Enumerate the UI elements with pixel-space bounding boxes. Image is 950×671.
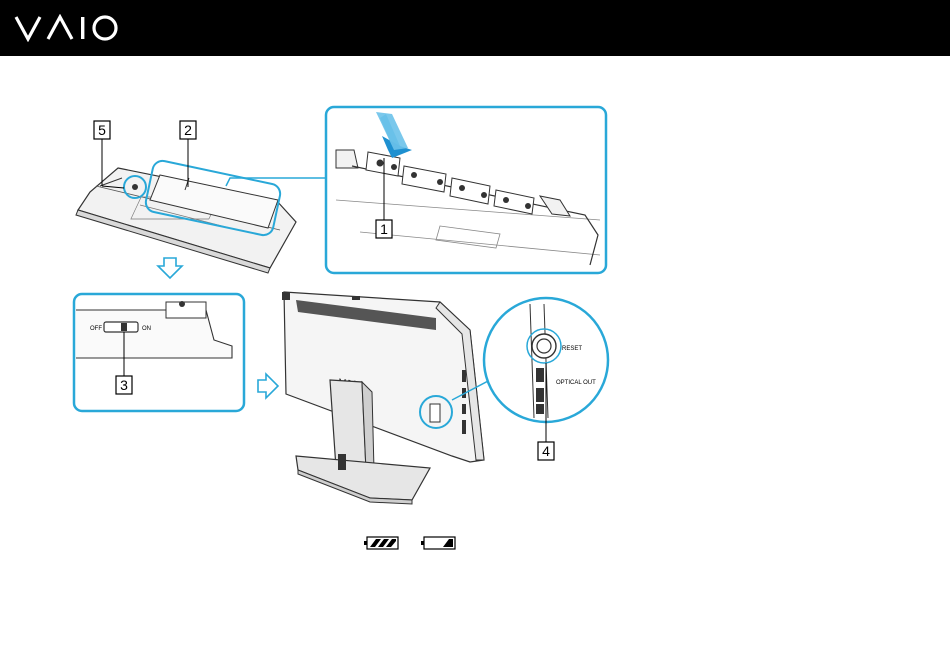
battery-low-icon [421,536,457,550]
down-arrow-icon [158,258,182,278]
callout-2: 2 [184,122,192,138]
callout-1: 1 [380,221,388,237]
computer-back-illustration: VAIO [282,292,490,504]
callout-3: 3 [120,377,128,393]
switch-on-label: ON [142,326,151,332]
callout-5: 5 [98,122,106,138]
keyboard-illustration [76,159,296,273]
reset-label: RESET [562,346,582,352]
battery-full-icon [364,536,400,550]
optical-out-label: OPTICAL OUT [556,380,596,386]
callout-4: 4 [542,443,550,459]
switch-off-label: OFF [90,326,102,332]
right-arrow-icon [258,374,278,398]
